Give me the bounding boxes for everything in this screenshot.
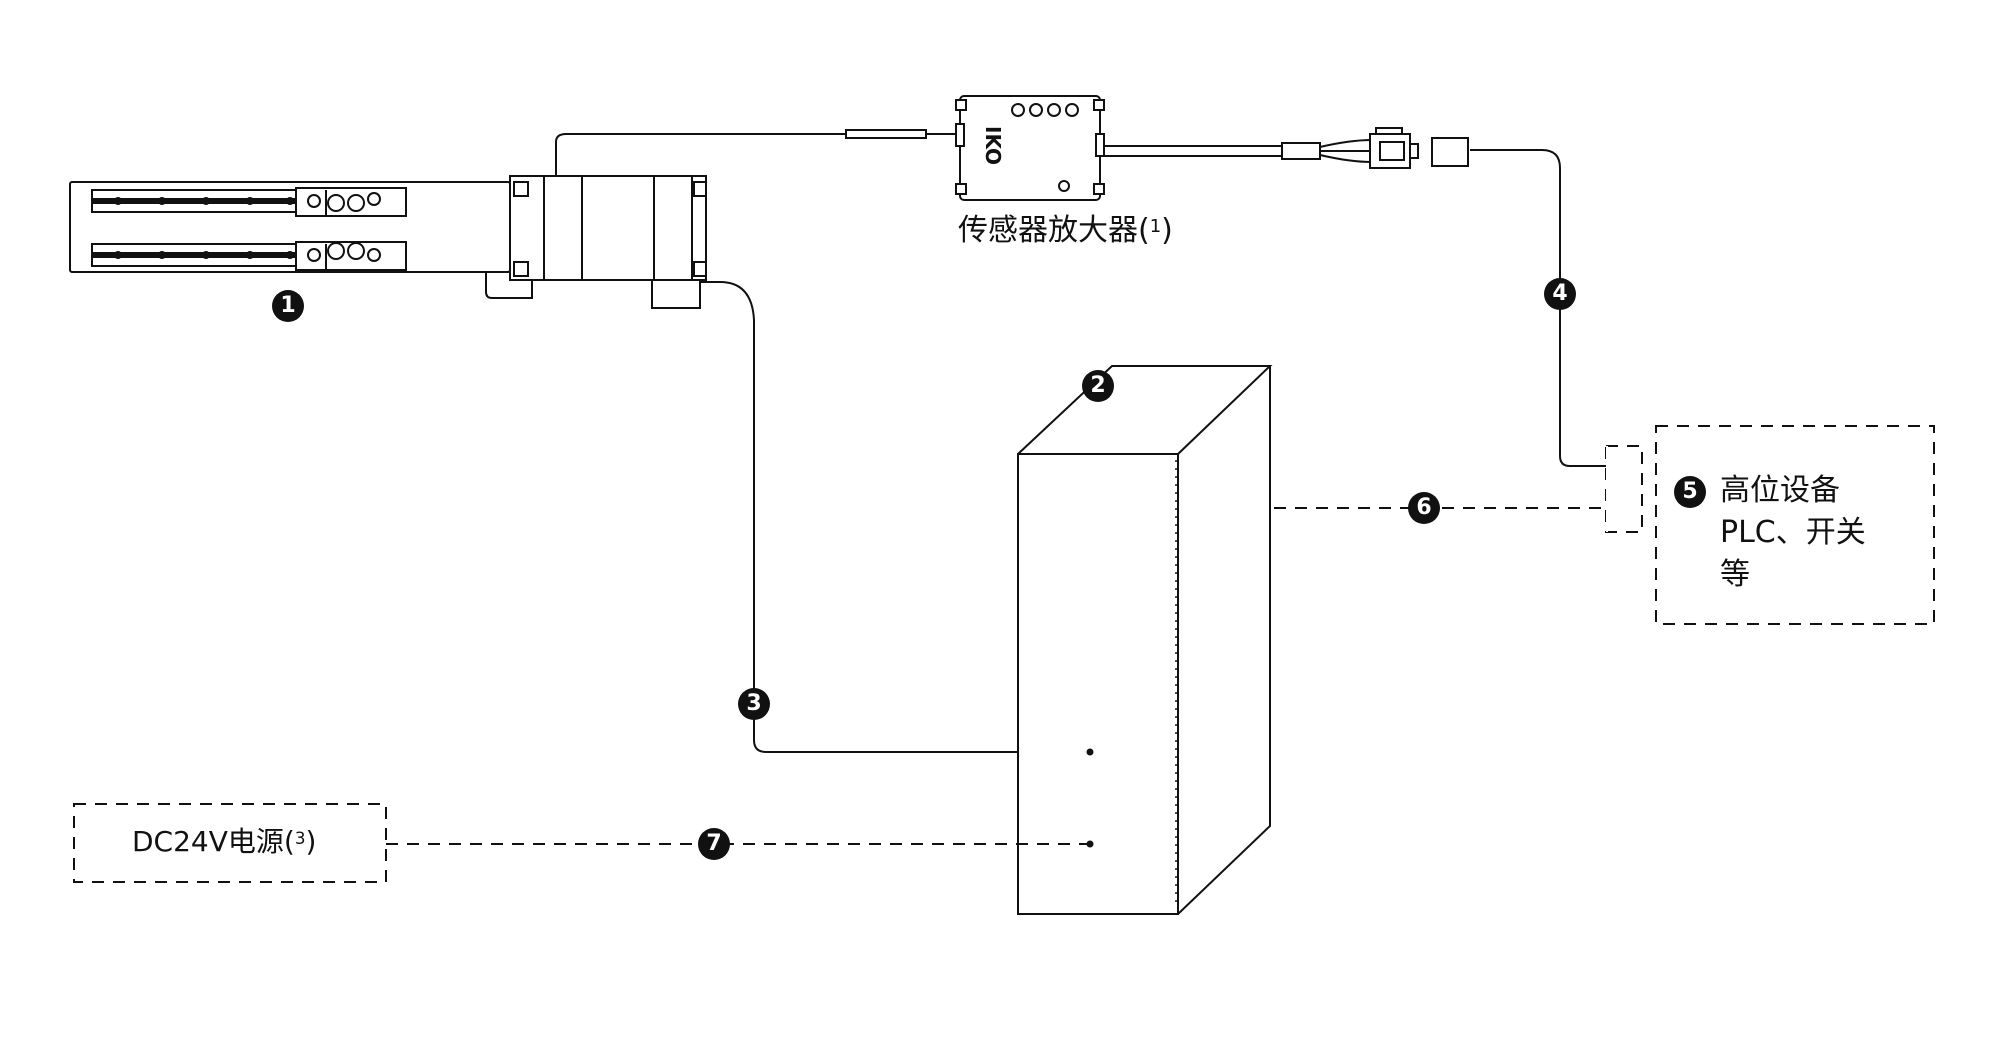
sensor-amplifier-label: 传感器放大器(1) [958, 213, 1173, 248]
controller-box [1017, 365, 1273, 915]
power-supply-name: DC24V电源 [132, 825, 284, 858]
marker-1: 1 [272, 290, 304, 322]
marker-4: 4 [1544, 278, 1576, 310]
host-device-line3: 等 [1720, 557, 1750, 592]
sensor-amplifier [955, 95, 1608, 467]
marker-6: 6 [1408, 492, 1440, 524]
sensor-amplifier-name: 传感器放大器 [958, 213, 1138, 248]
power-supply-note-ref: 3 [294, 828, 306, 848]
marker-2: 2 [1082, 370, 1114, 402]
linear-actuator [69, 129, 1090, 753]
host-device-label: 高位设备 PLC、开关 等 [1720, 470, 1866, 596]
sensor-amplifier-note-ref: 1 [1149, 216, 1162, 237]
power-supply-box [73, 803, 387, 883]
marker-5: 5 [1674, 476, 1706, 508]
marker-7: 7 [698, 828, 730, 860]
host-device-line1: 高位设备 [1720, 473, 1840, 508]
host-device-line2: PLC、开关 [1720, 515, 1866, 550]
power-supply-label: DC24V电源(3) [132, 825, 317, 858]
iko-logo-text: IKO [981, 126, 1005, 165]
marker-3: 3 [738, 688, 770, 720]
host-connector-bracket [1605, 445, 1643, 533]
host-device-box [1655, 425, 1935, 625]
iko-logo: IKO [981, 126, 1005, 165]
